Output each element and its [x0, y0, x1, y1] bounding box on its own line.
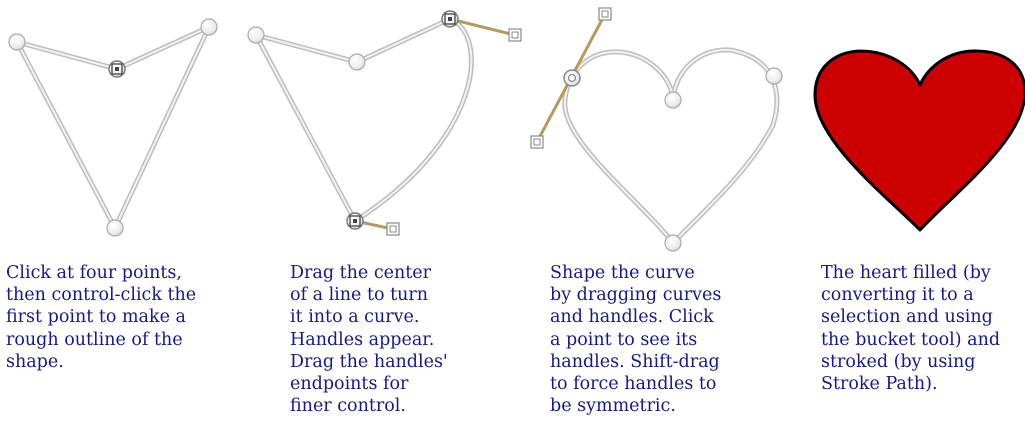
handle-endpoint-icon[interactable] [531, 136, 543, 148]
handle-endpoint-icon[interactable] [599, 8, 611, 20]
heart-filled-shape [815, 51, 1025, 230]
step-1-caption: Click at four points, then control-click… [6, 262, 246, 373]
anchor-point-icon[interactable] [9, 34, 25, 50]
panel-2-curve-with-handles [248, 11, 521, 235]
step-2-caption: Drag the center of a line to turn it int… [290, 262, 520, 417]
selected-anchor-icon[interactable] [347, 213, 363, 229]
step-3-caption: Shape the curve by dragging curves and h… [550, 262, 790, 417]
selected-anchor-icon[interactable] [442, 11, 458, 27]
selected-anchor-icon[interactable] [564, 70, 580, 86]
handle-endpoint-icon[interactable] [509, 29, 521, 41]
anchor-point-icon[interactable] [349, 54, 365, 70]
anchor-point-icon[interactable] [248, 27, 264, 43]
step-4-caption: The heart filled (by converting it to a … [821, 262, 1025, 395]
anchor-point-icon[interactable] [107, 220, 123, 236]
anchor-point-icon[interactable] [665, 235, 681, 251]
outline-path [256, 19, 471, 221]
anchor-point-icon[interactable] [766, 68, 782, 84]
anchor-point-icon[interactable] [665, 92, 681, 108]
panel-1-rough-outline [9, 19, 217, 236]
outline-path [17, 27, 209, 228]
handle-endpoint-icon[interactable] [387, 223, 399, 235]
panel-3-heart-outline [531, 8, 782, 251]
selected-anchor-icon[interactable] [109, 61, 125, 77]
panel-4-filled-heart [815, 51, 1025, 230]
anchor-point-icon[interactable] [201, 19, 217, 35]
heart-path [565, 50, 777, 243]
